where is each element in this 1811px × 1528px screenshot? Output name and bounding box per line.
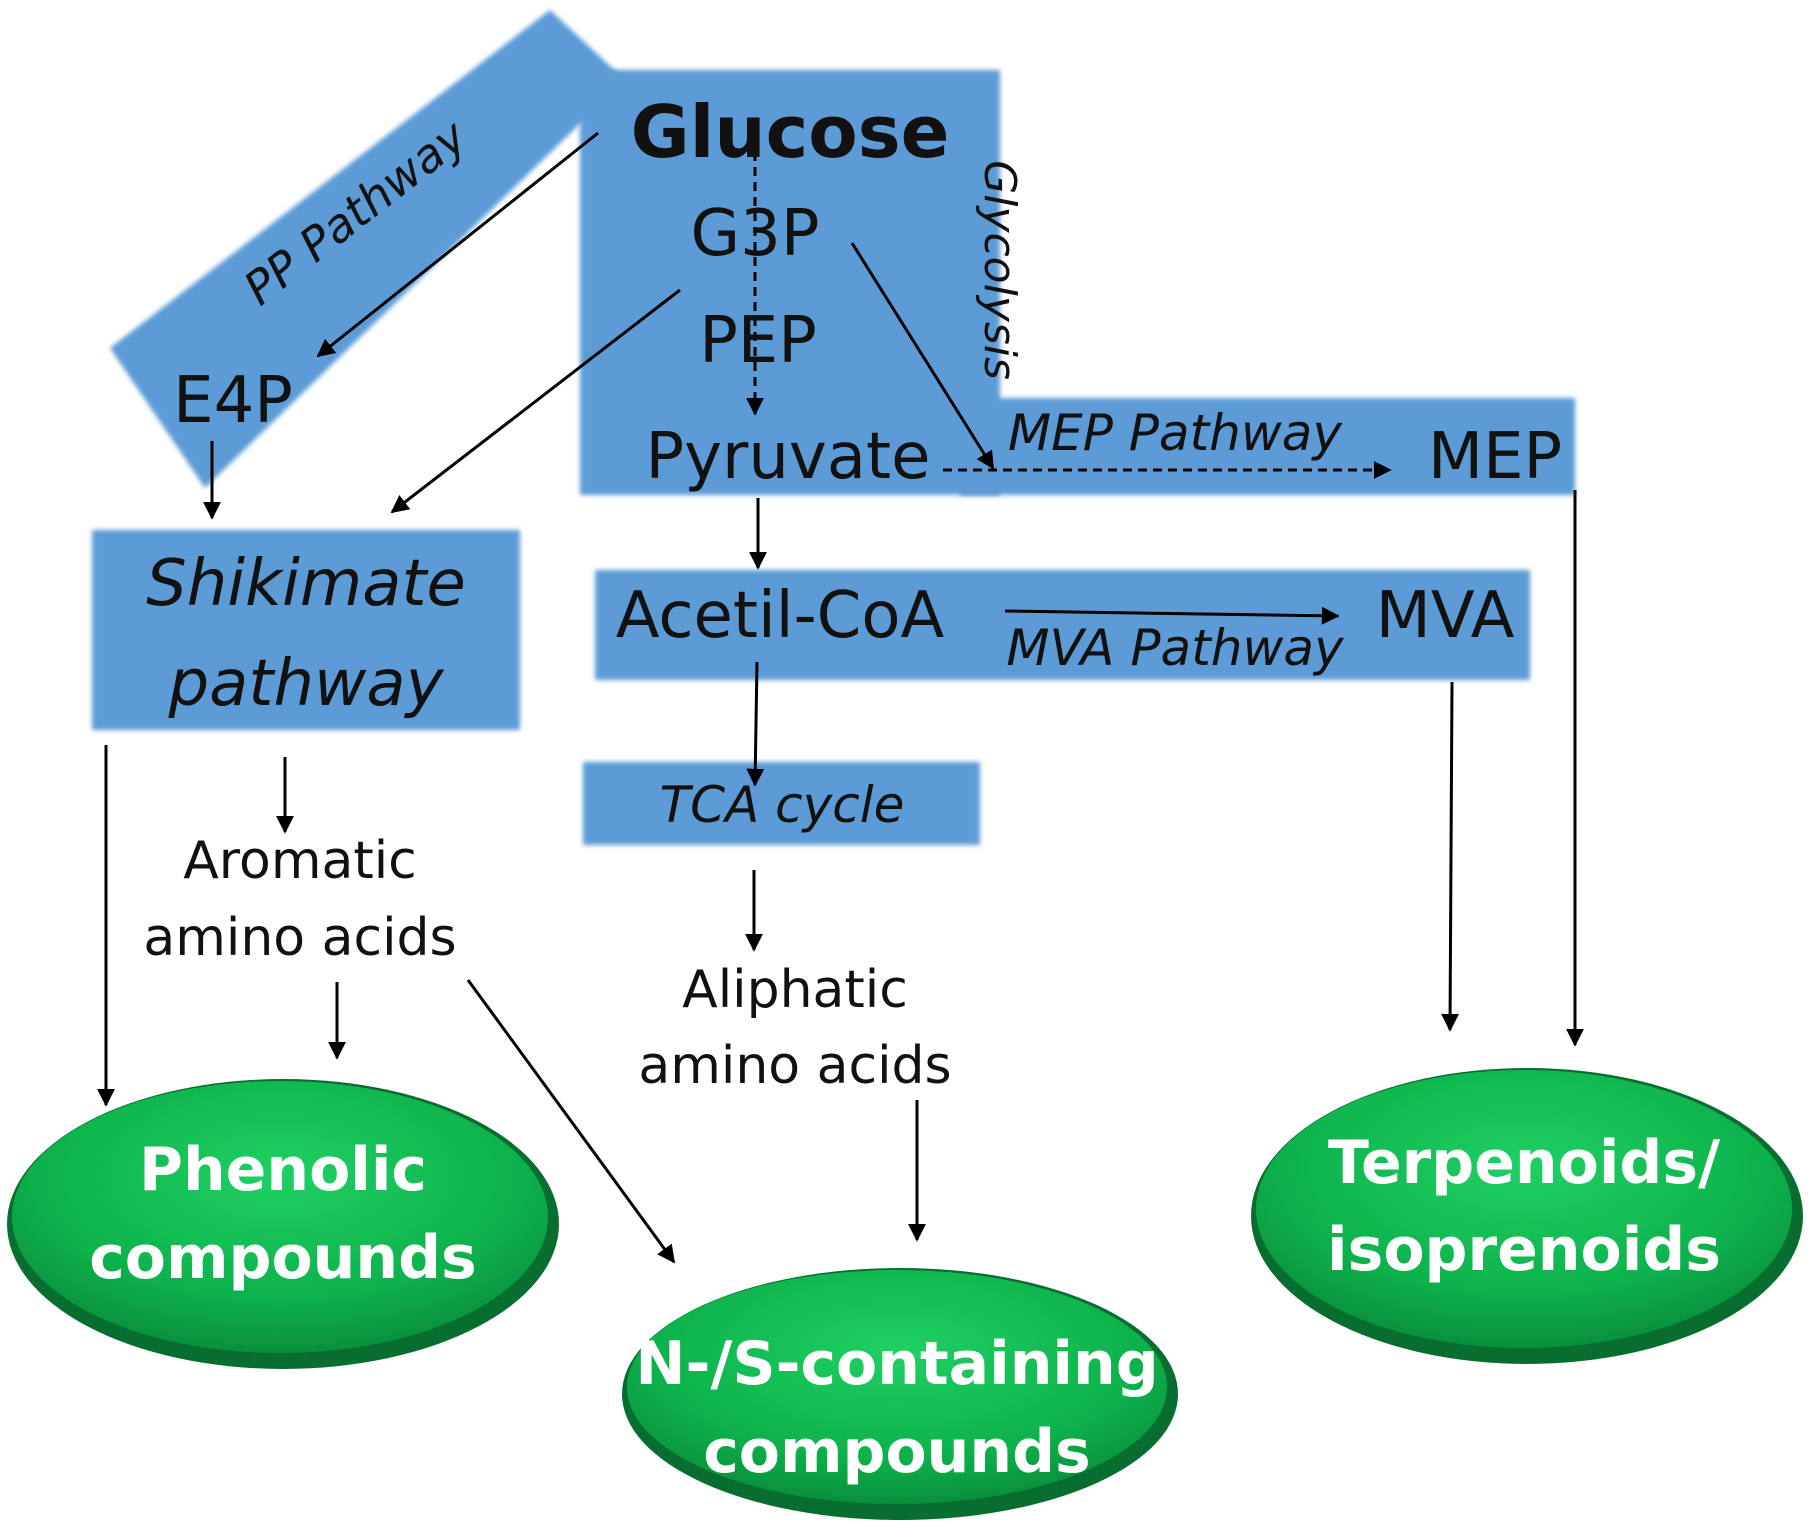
intermediate-labels: Aromatic amino acids Aliphatic amino aci… [143,831,951,1096]
phenolic-label-line1: Phenolic [139,1135,427,1205]
pyruvate-label: Pyruvate [646,420,931,494]
shikimate-block [92,530,520,730]
tca-block [583,762,980,845]
terpenoid-label-line1: Terpenoids/ [1328,1128,1720,1198]
pep-label: PEP [699,304,817,378]
metabolite-labels: Glucose G3P PEP Pyruvate E4P MEP Acetil-… [173,90,1562,653]
g3p-label: G3P [691,197,820,271]
acetyl-coa-to-tca-arrow [746,661,765,787]
phenolic-label-line2: compounds [89,1223,477,1293]
aromatic-label-line2: amino acids [143,908,456,968]
shikimate-label-line1: Shikimate [146,547,466,621]
mva-pathway-label: MVA Pathway [1006,619,1345,677]
acetyl-coa-label: Acetil-CoA [616,579,945,653]
mva-label: MVA [1376,579,1515,653]
shikimate-label-line2: pathway [168,647,445,721]
g3p-to-mep-arrow [850,242,995,470]
pp-pathway-band [110,10,625,488]
aliphatic-label-line1: Aliphatic [682,960,908,1020]
tca-cycle-label: TCA cycle [660,776,905,834]
ns-label-line2: compounds [703,1417,1091,1487]
e4p-label: E4P [173,364,293,438]
ns-label-line1: N-/S-containing [635,1329,1158,1399]
glycolysis-block [580,70,1000,495]
glucose-label: Glucose [631,90,950,174]
terpenoid-ellipse [1256,1070,1792,1348]
mva-to-terpenoids-arrow [1441,681,1460,1032]
aliphatic-label-line2: amino acids [638,1036,951,1096]
glycolysis-label: Glycolysis [974,160,1025,380]
phenolic-ellipse [12,1081,548,1353]
aromatic-to-ns-compounds-arrow [466,979,676,1264]
acetyl-coa-to-mva-arrow [1004,606,1340,625]
aromatic-label-line1: Aromatic [183,831,417,891]
ns-ellipse [627,1270,1167,1504]
pep-to-shikimate-arrow [390,288,681,514]
arrows [97,131,1584,1264]
pathway-blocks [92,10,1575,845]
mep-pathway-label: MEP Pathway [1008,404,1343,462]
glucose-to-e4p-arrow [316,131,599,358]
mep-label: MEP [1428,420,1562,494]
acetyl-coa-mva-band [595,570,1530,680]
product-phenolic: Phenolic compounds [7,1079,559,1369]
product-terpenoids: Terpenoids/ isoprenoids [1251,1068,1803,1364]
terpenoid-label-line2: isoprenoids [1327,1215,1721,1285]
product-ns-containing: N-/S-containing compounds [622,1268,1178,1520]
